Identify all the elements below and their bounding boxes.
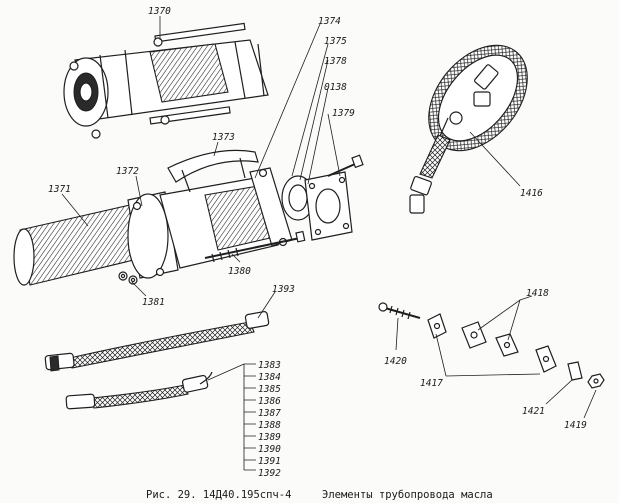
bolt-1379 [327, 154, 364, 177]
hose-assembly-1383-1392 [65, 371, 213, 410]
label-1385: 1385 [258, 384, 281, 395]
label-1417: 1417 [420, 378, 443, 389]
label-1373: 1373 [212, 132, 235, 143]
label-1418: 1418 [526, 288, 549, 299]
clips-1418 [461, 321, 519, 357]
label-1383: 1383 [258, 360, 281, 371]
nut-1419 [587, 373, 605, 389]
leader-lines [61, 16, 597, 471]
label-1379: 1379 [332, 108, 355, 119]
housing-assembly-1372 [127, 167, 293, 279]
label-1381: 1381 [142, 297, 165, 308]
label-1371: 1371 [48, 184, 71, 195]
label-1421: 1421 [522, 406, 545, 417]
coupling-assembly-1370 [63, 22, 269, 139]
part-labels: 1370 1374 1375 1378 0138 1379 1373 1372 … [48, 6, 587, 479]
nuts-1381 [118, 271, 138, 285]
label-1416: 1416 [520, 188, 543, 199]
label-1419: 1419 [564, 420, 587, 431]
bolt-1420 [378, 302, 421, 320]
label-1374: 1374 [318, 16, 341, 27]
label-1378: 1378 [324, 56, 347, 67]
label-1375: 1375 [324, 36, 347, 47]
label-1420: 1420 [384, 356, 407, 367]
corrugated-pipe-1371 [13, 204, 143, 286]
clamp-shell-1373 [167, 149, 259, 193]
label-1370: 1370 [148, 6, 171, 17]
label-1393: 1393 [272, 284, 295, 295]
label-1372: 1372 [116, 166, 139, 177]
label-1391: 1391 [258, 456, 281, 467]
label-1380: 1380 [228, 266, 251, 277]
caption-number: Рис. 29. 14Д40.195спч-4 [146, 489, 291, 501]
long-bolt-1380 [204, 230, 306, 263]
flange-plate-1378 [304, 171, 353, 241]
label-1390: 1390 [258, 444, 281, 455]
label-1384: 1384 [258, 372, 281, 383]
label-1386: 1386 [258, 396, 281, 407]
label-0138: 0138 [324, 82, 347, 93]
oil-line-loop-1416 [409, 44, 528, 214]
label-1388: 1388 [258, 420, 281, 431]
washer-1421 [567, 361, 583, 381]
label-1392: 1392 [258, 468, 281, 479]
clips-1417 [427, 313, 557, 373]
braided-hose-1393 [44, 311, 270, 372]
label-1387: 1387 [258, 408, 281, 419]
figure-caption: Рис. 29. 14Д40.195спч-4 Элементы трубопр… [146, 489, 493, 501]
caption-title: Элементы трубопровода масла [322, 489, 493, 501]
label-1389: 1389 [258, 432, 281, 443]
